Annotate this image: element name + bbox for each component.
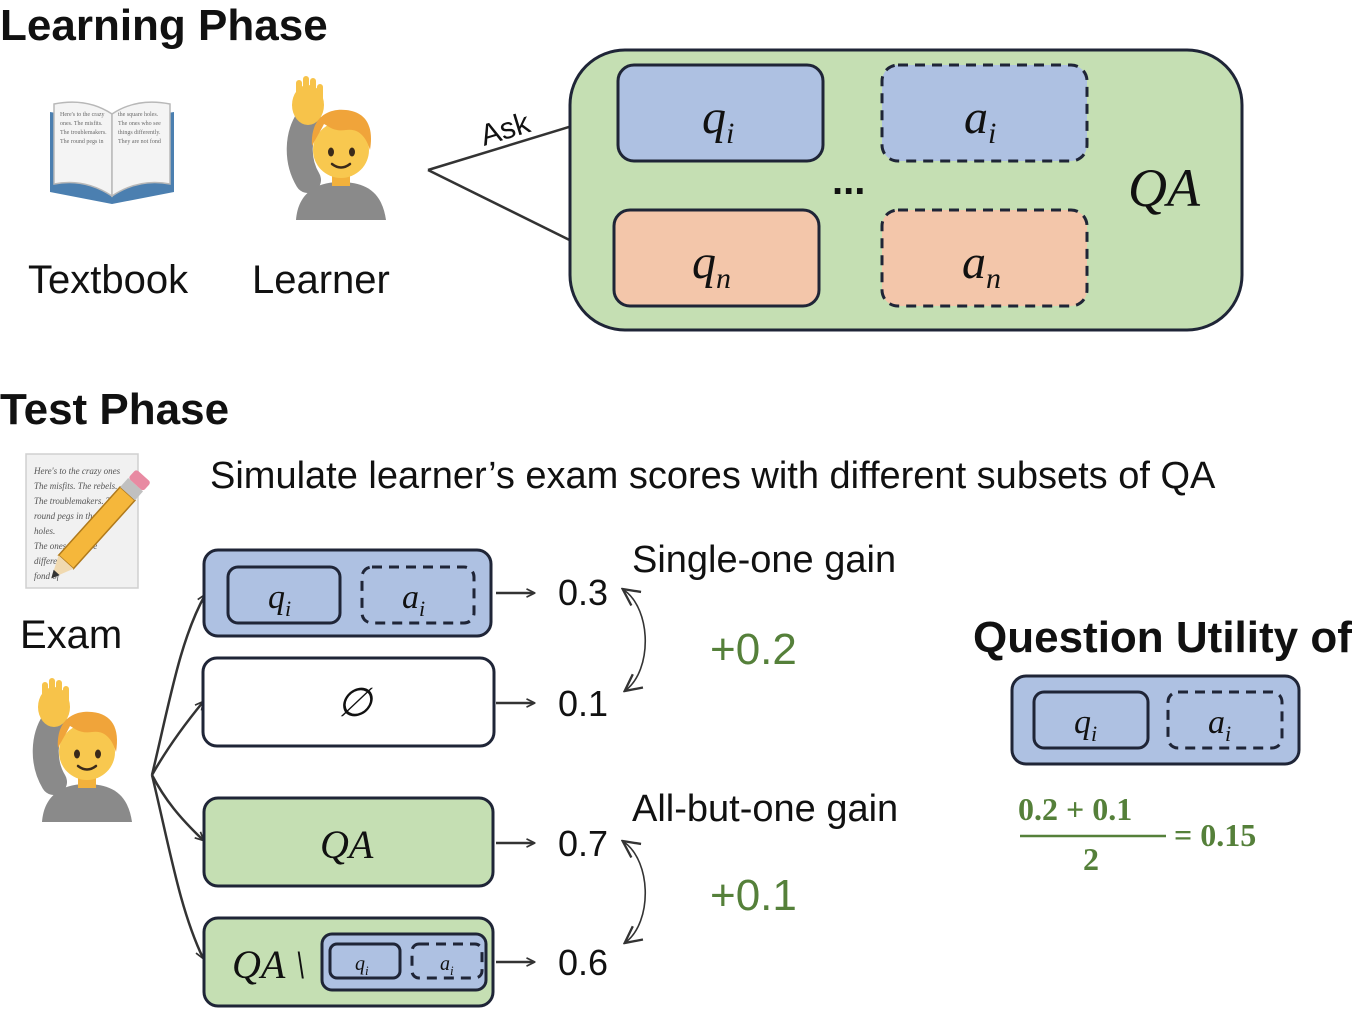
- book-line: The troublemakers.: [60, 130, 107, 136]
- ask-label: Ask: [476, 106, 534, 152]
- memo-line: differently.: [34, 556, 72, 566]
- learning-phase-heading: Learning Phase: [0, 1, 328, 50]
- an-box: [880, 208, 1089, 308]
- score-qa: 0.7: [558, 823, 608, 864]
- utility-title: Question Utility of: [973, 613, 1352, 662]
- learner-label: Learner: [252, 258, 390, 302]
- utility-ai-box: [1166, 690, 1284, 750]
- subset-ai-symbol: ai: [402, 579, 425, 621]
- branch-arrow-2: [150, 702, 203, 776]
- subset-minus-qi-box: [328, 942, 402, 980]
- exam-page-lines: Here's to the crazy ones The misfits. Th…: [33, 466, 121, 581]
- all-but-gain-label: All-but-one gain: [632, 788, 898, 830]
- subset-qi-box: [226, 565, 342, 625]
- book-line: Here's to the crazy: [60, 112, 105, 118]
- book-line: The round pegs in: [60, 139, 104, 145]
- an-symbol: an: [962, 236, 1001, 295]
- score-empty: 0.1: [558, 683, 608, 724]
- memo-line: The troublemakers. The: [34, 496, 119, 506]
- single-gain-label: Single-one gain: [632, 539, 896, 581]
- all-but-gain-compare-arrow: [624, 842, 647, 942]
- ai-box: [880, 63, 1089, 163]
- qn-box: [612, 208, 821, 308]
- branch-arrow-1: [150, 595, 205, 776]
- utility-qi-symbol: qi: [1074, 704, 1097, 746]
- utility-denominator: 2: [1083, 841, 1099, 877]
- branch-arrow-4: [150, 774, 203, 958]
- qa-label: QA: [1128, 158, 1201, 218]
- open-book-icon: Here's to the crazy ones. The misfits. T…: [50, 101, 174, 204]
- raising-hand-person-icon: [38, 678, 132, 822]
- ellipsis: ...: [832, 159, 865, 203]
- textbook-page-lines: Here's to the crazy ones. The misfits. T…: [60, 112, 161, 145]
- single-gain-value: +0.2: [710, 625, 797, 674]
- qn-symbol: qn: [692, 236, 731, 295]
- memo-line: holes.: [34, 526, 55, 536]
- book-line: The ones who see: [118, 121, 161, 127]
- subset-qi-symbol: qi: [268, 579, 291, 621]
- book-line: the square holes.: [118, 112, 159, 118]
- test-phase-caption: Simulate learner’s exam scores with diff…: [210, 455, 1216, 497]
- subset-ai-box: [360, 565, 476, 625]
- utility-numerator: 0.2 + 0.1: [1018, 791, 1132, 827]
- ai-symbol: ai: [964, 91, 996, 150]
- memo-line: The ones who see: [34, 541, 97, 551]
- subset-minus-qi-symbol: qi: [355, 953, 369, 978]
- utility-qi-box: [1032, 690, 1150, 750]
- qi-box: [616, 63, 825, 163]
- score-qa-minus: 0.6: [558, 942, 608, 983]
- textbook-label: Textbook: [28, 258, 189, 302]
- book-line: things differently.: [118, 129, 161, 136]
- memo-line: fond of: [34, 571, 61, 581]
- exam-label: Exam: [20, 613, 122, 657]
- utility-ai-symbol: ai: [1208, 704, 1231, 746]
- book-line: They are not fond: [118, 138, 161, 145]
- subset-qa-minus-label: QA \: [232, 942, 306, 987]
- subset-minus-ai-box: [410, 942, 484, 980]
- book-line: ones. The misfits.: [60, 120, 103, 127]
- qi-symbol: qi: [702, 91, 734, 150]
- single-gain-compare-arrow: [624, 590, 647, 690]
- test-phase-heading: Test Phase: [0, 385, 229, 434]
- all-but-gain-value: +0.1: [710, 871, 797, 920]
- subset-qa-label: QA: [320, 822, 374, 867]
- raising-hand-person-icon: [292, 76, 386, 220]
- memo-line: round pegs in the: [34, 511, 96, 521]
- empty-set-symbol: ∅: [337, 680, 374, 725]
- subset-minus-ai-symbol: ai: [440, 953, 454, 978]
- branch-arrow-3: [150, 774, 203, 840]
- memo-pencil-icon: Here's to the crazy ones The misfits. Th…: [25, 453, 150, 589]
- subset-row-qa: [202, 796, 495, 888]
- memo-line: Here's to the crazy ones: [33, 466, 121, 476]
- utility-result: = 0.15: [1174, 817, 1256, 853]
- subset-row-empty: [201, 656, 496, 748]
- memo-line: The misfits. The rebels.: [34, 481, 117, 491]
- score-qi-ai: 0.3: [558, 572, 608, 613]
